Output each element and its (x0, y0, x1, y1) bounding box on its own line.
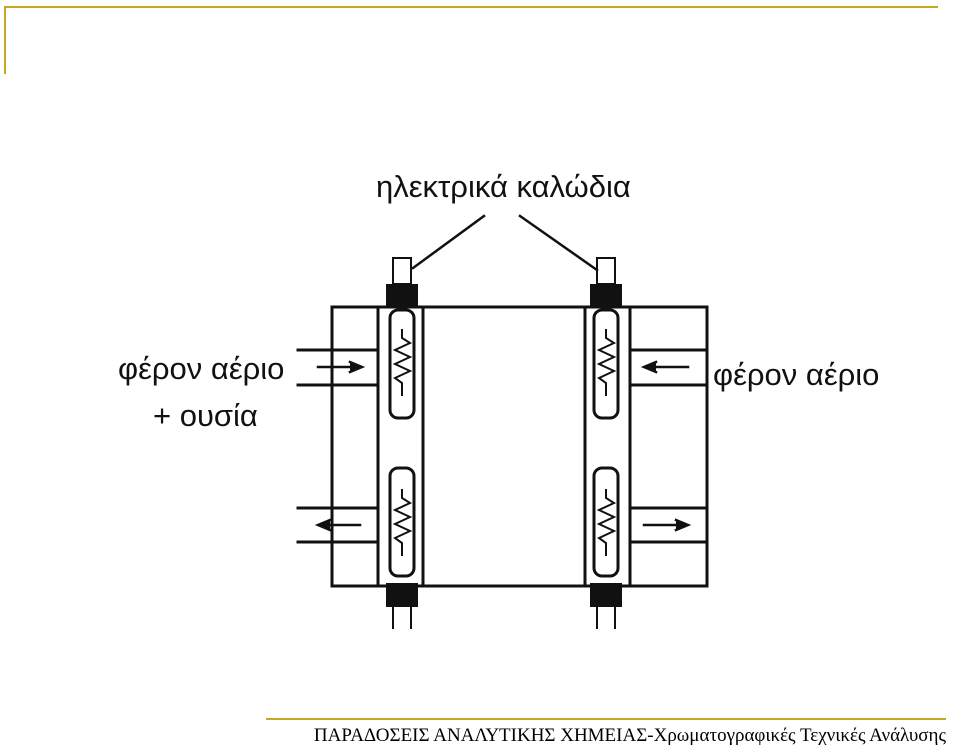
filament-housing-right-bottom (592, 466, 620, 578)
leader-line-left (411, 214, 486, 270)
seal-left-bottom (386, 583, 418, 607)
filament-housing-left-top (388, 308, 416, 420)
filament-coil-left-top (392, 329, 413, 396)
slide-frame-left (4, 6, 6, 74)
slide-frame-top (4, 6, 938, 8)
electrode-stem-left-top (392, 257, 412, 285)
left-outlet-tube (296, 506, 380, 544)
label-electrical-wires: ηλεκτρικά καλώδια (376, 169, 631, 204)
right-inlet-tube (628, 348, 707, 387)
arrow-right-inlet (640, 360, 690, 374)
label-carrier-gas-sample-line1: φέρον αέριο (118, 351, 284, 386)
arrow-left-inlet (316, 360, 366, 374)
arrow-right-outlet (642, 518, 692, 532)
seal-left-top (386, 284, 418, 308)
left-inlet-tube (296, 348, 380, 387)
electrode-stem-right-top (596, 257, 616, 285)
filament-coil-left-bottom (392, 489, 413, 556)
label-carrier-gas-sample-line2: + ουσία (153, 398, 258, 433)
filament-coil-right-bottom (596, 489, 617, 556)
right-cell-channel (583, 305, 632, 588)
right-outlet-tube (628, 506, 707, 544)
seal-right-top (590, 284, 622, 308)
arrow-left-outlet (314, 518, 362, 532)
left-cell-channel (376, 305, 425, 588)
filament-housing-right-top (592, 308, 620, 420)
seal-right-bottom (590, 583, 622, 607)
footer-divider (266, 718, 946, 720)
footer-title: ΠΑΡΑΔΟΣΕΙΣ ΑΝΑΛΥΤΙΚΗΣ ΧΗΜΕΙΑΣ-Χρωματογρα… (313, 725, 946, 746)
filament-coil-right-top (596, 329, 617, 396)
label-carrier-gas-right: φέρον αέριο (713, 357, 879, 392)
filament-housing-left-bottom (388, 466, 416, 578)
leader-line-right (518, 214, 599, 272)
